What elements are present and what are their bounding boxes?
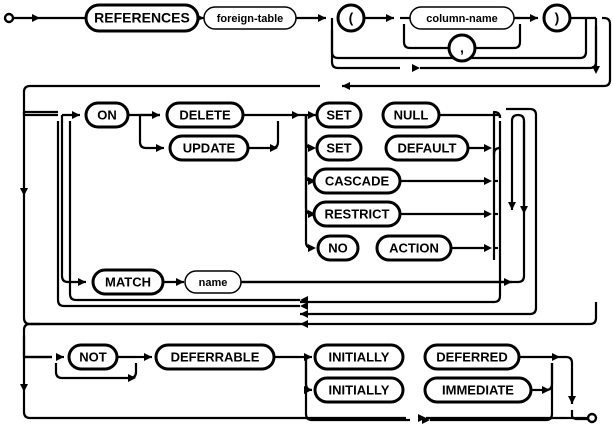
node-cascade: CASCADE xyxy=(312,167,402,195)
node-lparen-label: ( xyxy=(349,10,354,26)
node-restrict-shape xyxy=(312,200,402,228)
railroad-arrowheads xyxy=(20,14,600,424)
node-set-null-set: SET xyxy=(315,101,363,129)
node-delete: DELETE xyxy=(165,101,245,129)
node-initially-2-shape xyxy=(313,376,405,404)
node-delete-shape xyxy=(165,101,245,129)
node-foreign-table-shape xyxy=(203,6,297,30)
railroad-nodes: REFERENCES foreign-table ( column-name,) ON D… xyxy=(67,3,572,404)
node-null-label: NULL xyxy=(394,107,429,122)
node-comma-label: , xyxy=(460,40,464,56)
node-default: DEFAULT xyxy=(384,134,470,162)
node-set-null-set-shape xyxy=(315,101,363,129)
node-on-label: ON xyxy=(97,107,117,122)
node-match: MATCH xyxy=(91,268,165,296)
node-column-name-label: column-name xyxy=(426,13,498,25)
node-initially-2-label: INITIALLY xyxy=(329,382,390,397)
node-update-shape xyxy=(168,134,250,162)
node-deferrable: DEFERRABLE xyxy=(154,343,276,371)
node-name: name xyxy=(184,270,242,294)
node-cascade-label: CASCADE xyxy=(325,173,390,188)
node-match-label: MATCH xyxy=(105,274,151,289)
node-restrict-label: RESTRICT xyxy=(325,206,390,221)
node-update-label: UPDATE xyxy=(183,140,236,155)
node-set-default-set-label: SET xyxy=(326,140,351,155)
node-immediate: IMMEDIATE xyxy=(423,376,533,404)
diagram-start-marker xyxy=(3,12,15,24)
node-comma-shape xyxy=(447,33,477,63)
node-name-shape xyxy=(184,270,242,294)
node-null-shape xyxy=(381,101,441,129)
node-action-shape xyxy=(375,234,453,262)
node-deferrable-label: DEFERRABLE xyxy=(171,349,260,364)
node-default-shape xyxy=(384,134,470,162)
node-foreign-table-label: foreign-table xyxy=(217,13,284,25)
node-initially-1-shape xyxy=(313,343,405,371)
node-delete-label: DELETE xyxy=(179,107,231,122)
node-deferrable-shape xyxy=(154,343,276,371)
node-action: ACTION xyxy=(375,234,453,262)
node-references-shape xyxy=(84,3,200,33)
node-references: REFERENCES xyxy=(84,3,200,33)
node-deferred: DEFERRED xyxy=(423,343,521,371)
node-lparen-shape xyxy=(336,3,366,33)
node-rparen: ) xyxy=(542,3,572,33)
node-rparen-shape xyxy=(542,3,572,33)
node-column-name: column-name xyxy=(409,6,515,30)
node-foreign-table: foreign-table xyxy=(203,6,297,30)
node-set-null-set-label: SET xyxy=(326,107,351,122)
node-null: NULL xyxy=(381,101,441,129)
node-on-shape xyxy=(84,101,130,129)
node-references-label: REFERENCES xyxy=(94,10,190,26)
node-no: NO xyxy=(316,234,360,262)
node-initially-1-label: INITIALLY xyxy=(329,349,390,364)
node-deferred-label: DEFERRED xyxy=(436,349,508,364)
node-lparen: ( xyxy=(336,3,366,33)
node-no-label: NO xyxy=(328,240,348,255)
node-set-default-set-shape xyxy=(315,134,363,162)
node-cascade-shape xyxy=(312,167,402,195)
node-set-default-set: SET xyxy=(315,134,363,162)
node-not-label: NOT xyxy=(79,349,107,364)
node-column-name-shape xyxy=(409,6,515,30)
node-name-label: name xyxy=(199,277,228,289)
node-comma: , xyxy=(447,33,477,63)
node-match-shape xyxy=(91,268,165,296)
node-not-shape xyxy=(67,343,119,371)
node-restrict: RESTRICT xyxy=(312,200,402,228)
node-not: NOT xyxy=(67,343,119,371)
railroad-wires xyxy=(14,16,612,422)
node-on: ON xyxy=(84,101,130,129)
node-update: UPDATE xyxy=(168,134,250,162)
node-deferred-shape xyxy=(423,343,521,371)
node-no-shape xyxy=(316,234,360,262)
diagram-end-marker xyxy=(586,412,598,424)
node-initially-1: INITIALLY xyxy=(313,343,405,371)
node-default-label: DEFAULT xyxy=(398,140,457,155)
node-rparen-label: ) xyxy=(555,10,560,26)
node-immediate-label: IMMEDIATE xyxy=(442,382,514,397)
node-immediate-shape xyxy=(423,376,533,404)
node-action-label: ACTION xyxy=(389,240,439,255)
node-initially-2: INITIALLY xyxy=(313,376,405,404)
